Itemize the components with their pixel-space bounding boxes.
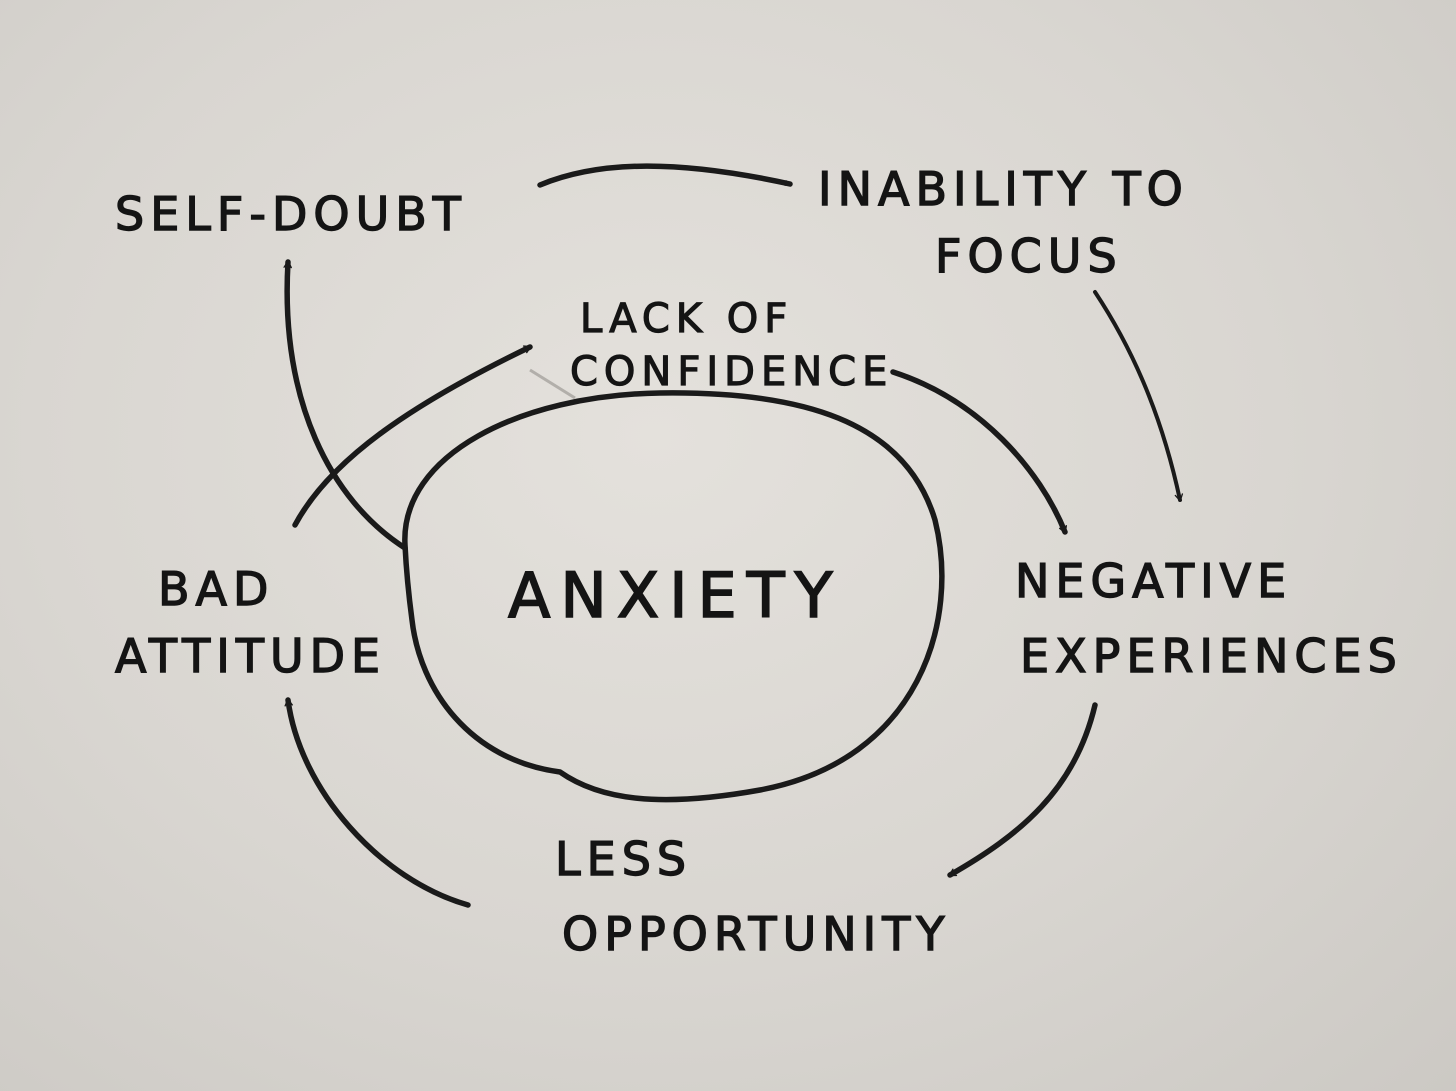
node-bad-line2: ATTITUDE	[115, 629, 386, 683]
node-inability-line2: FOCUS	[935, 229, 1123, 283]
node-negative-line1: NEGATIVE	[1015, 554, 1292, 608]
node-inability-line1: INABILITY TO	[818, 162, 1189, 216]
node-self-doubt: SELF-DOUBT	[115, 187, 467, 241]
edge-negative-to-less	[947, 702, 1098, 878]
node-lack-line1: LACK OF	[580, 296, 793, 342]
node-negative-line2: EXPERIENCES	[1020, 629, 1403, 683]
edge-anxiety-to-self-doubt	[283, 259, 408, 551]
edge-self-doubt-to-inability	[537, 163, 793, 188]
edge-less-to-bad	[284, 697, 471, 908]
node-bad-line1: BAD	[158, 562, 274, 616]
node-lack-line2: CONFIDENCE	[570, 349, 893, 395]
edge-bad-to-lack	[292, 344, 533, 528]
pencil-mark	[529, 368, 576, 400]
node-less-line2: OPPORTUNITY	[562, 907, 950, 961]
node-less-line1: LESS	[555, 832, 692, 886]
edge-lack-to-negative	[890, 369, 1068, 535]
edge-inability-to-negative	[1093, 290, 1184, 502]
node-anxiety: ANXIETY	[508, 559, 842, 632]
anxiety-ellipse	[402, 390, 945, 803]
